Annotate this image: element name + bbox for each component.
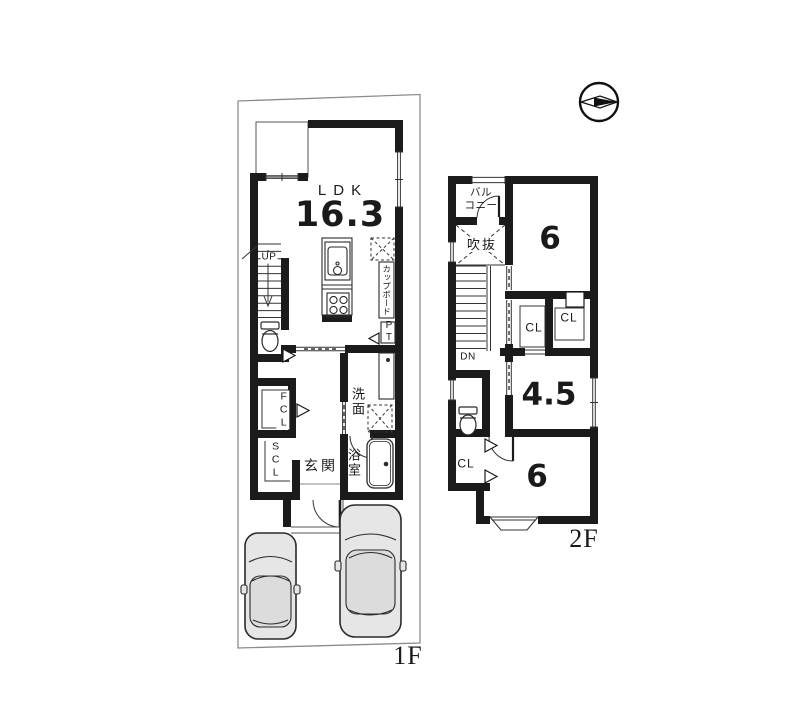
balcony-label-1: バル [470,186,492,199]
scl-label: SCL [268,440,282,480]
refrigerator-space [370,237,395,261]
toilet-1f-icon [260,321,280,353]
vanity-cabinet [378,352,395,400]
overhang-outline [255,121,309,178]
window-room45-right [590,377,598,428]
window-top-inset [265,173,299,181]
kitchen-island [321,237,353,318]
closet-left-label: CL [524,320,544,335]
sliding-door-room6-top [506,266,512,290]
walls-2f [448,176,598,524]
pantry-door-arrow [367,331,380,346]
pillar-notch [565,291,585,308]
first-floor-plan [237,93,421,649]
toilet-door-arrow [282,347,297,364]
room6-bottom-size: 6 [526,458,548,495]
wall-vent-tick [241,245,258,260]
room45-size: 4.5 [521,376,577,413]
window-void-left [448,241,456,263]
kitchen-faucet [332,265,343,276]
closet-bottom-door-arrow [484,468,499,485]
sliding-door-ldk [296,346,345,352]
pantry-label: PT [383,320,395,344]
pantry-box [380,321,396,344]
closet-left-shelf [519,305,546,348]
cupboard-box [378,261,395,319]
room6-door-arrow [484,437,499,454]
second-floor-plan [448,176,598,531]
washer-space [367,404,393,433]
cupboard-label: カップボード [381,264,392,316]
closet-left-opening [525,349,545,355]
walls-1f [250,120,403,527]
scl-shelf [264,441,290,482]
closet-right-shelf [554,307,585,341]
kitchen-sink [327,246,348,276]
washroom-label: 洗面 [350,387,366,417]
sliding-door-closet [506,300,512,344]
ldk-label: LDK [317,181,369,199]
entrance-label: 玄関 [304,457,338,474]
car-right [334,504,407,638]
window-toilet-left [448,379,456,401]
balcony-railing [471,176,506,184]
stairs-up-label: UP [260,251,278,264]
room6-top-size: 6 [539,220,561,257]
toilet-2f-icon [458,406,478,436]
porch-steps [291,500,344,534]
entrance-door [312,499,342,528]
stairs-2f [456,265,491,351]
sliding-door-room45 [506,362,512,395]
stairs-dn-label: DN [459,351,477,364]
ldk-size: 16.3 [294,195,386,236]
bay-window [488,516,540,531]
fcl-door-arrow [296,402,311,419]
floor-label-2f: 2F [569,523,599,553]
sliding-door-washroom [342,402,346,434]
closet-bottom-label: CL [456,456,476,471]
window-ldk-right [395,151,403,208]
room6-bottom-door [488,436,515,462]
void-label: 吹抜 [465,236,499,253]
balcony-label-2: コニー [464,199,498,212]
compass-icon [578,81,620,123]
closet-right-label: CL [559,310,579,325]
bathtub [366,438,394,489]
balcony-door [476,195,501,218]
floor-label-1f: 1F [393,640,423,670]
bathroom-label: 浴室 [346,448,362,478]
fcl-label: FCL [276,390,290,430]
car-left [240,532,301,640]
property-boundary [237,93,421,649]
kitchen-stove [326,292,350,318]
